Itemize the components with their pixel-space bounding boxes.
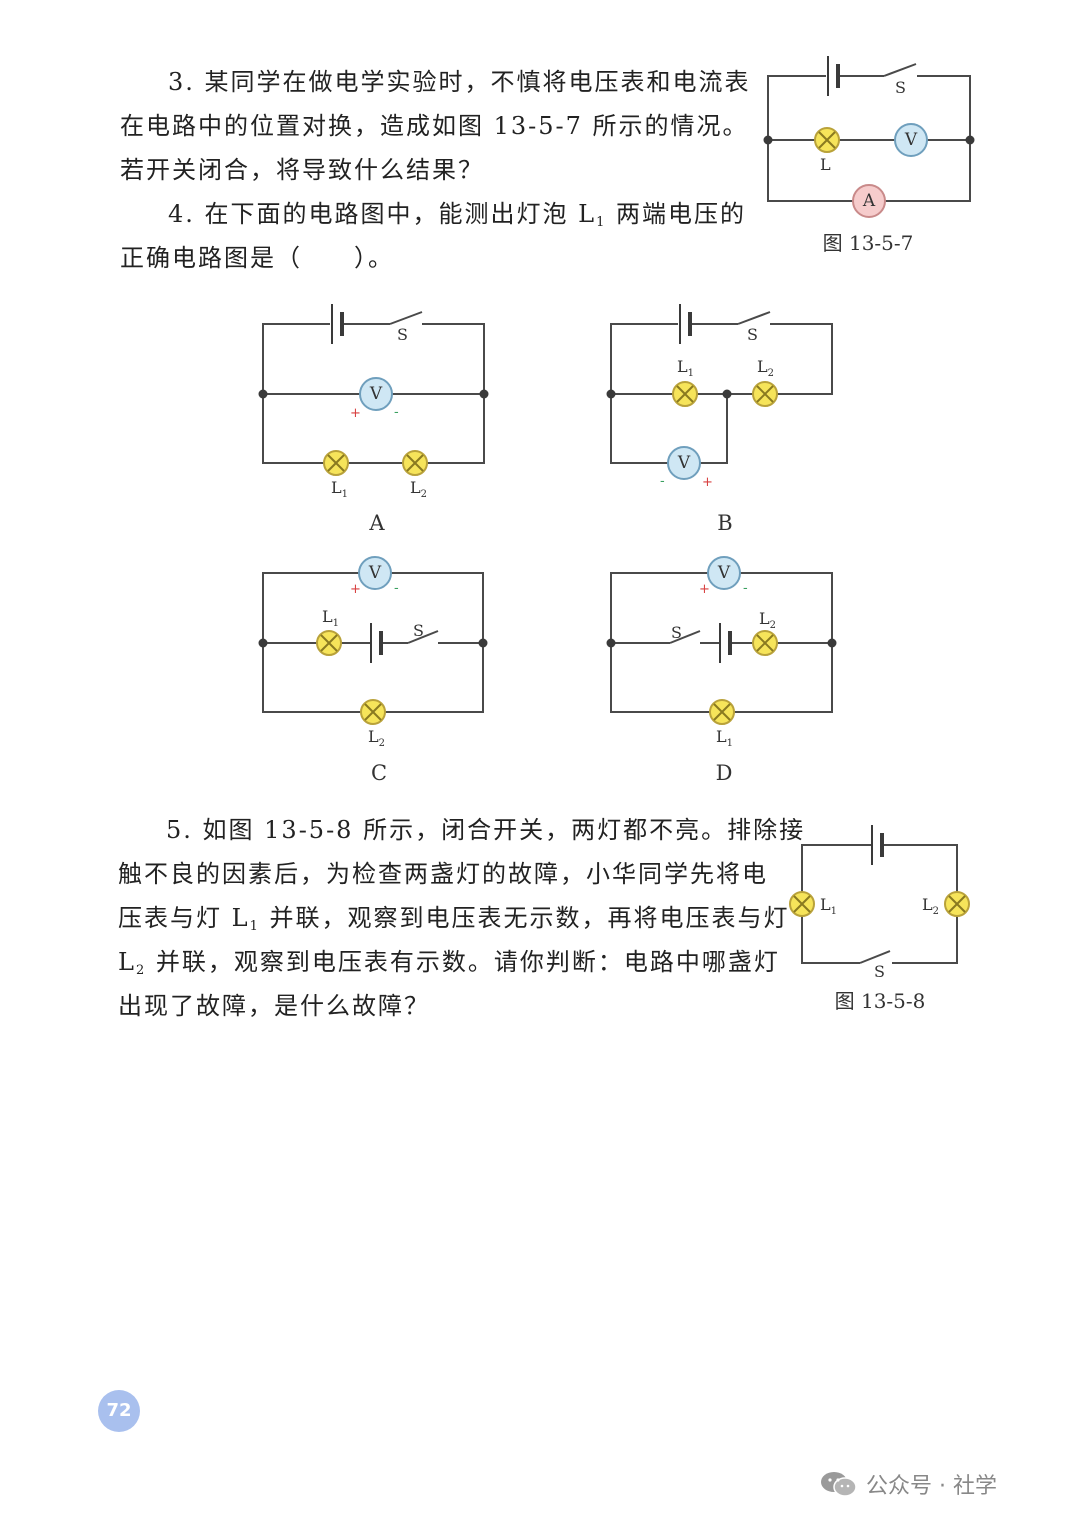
b-switch-blade xyxy=(737,311,771,325)
question-3: 3. 某同学在做电学实验时，不慎将电压表和电流表 在电路中的位置对换，造成如图 … xyxy=(120,60,751,192)
q5-line-2: 触不良的因素后，为检查两盏灯的故障，小华同学先将电 xyxy=(118,860,768,888)
b-voltmeter-label: V xyxy=(677,453,691,473)
q5-line-1: 5. 如图 13-5-8 所示，闭合开关，两灯都不亮。排除接 xyxy=(166,816,806,844)
q3-line-1: 3. 某同学在做电学实验时，不慎将电压表和电流表 xyxy=(168,68,751,96)
q4-line-2: 正确电路图是（ ）。 xyxy=(120,244,394,272)
fig8-switch-label: S xyxy=(874,962,885,981)
d-lamp-l1-label: L1 xyxy=(716,727,733,749)
fig8-lamp-l1 xyxy=(789,891,815,917)
d-switch-blade xyxy=(669,630,701,644)
a-lamp-l1-label: L1 xyxy=(331,478,348,500)
question-4: 4. 在下面的电路图中，能测出灯泡 L1 两端电压的 正确电路图是（ ）。 xyxy=(120,192,746,280)
b-lamp-l1-label: L1 xyxy=(677,357,694,379)
q5-line-3: 压表与灯 L1 并联，观察到电压表无示数，再将电压表与灯 xyxy=(118,904,790,934)
a-junction-right xyxy=(479,389,489,399)
page-number: 72 xyxy=(98,1390,140,1432)
fig7-voltmeter-label: V xyxy=(904,130,918,150)
b-junction-mid xyxy=(722,389,732,399)
option-b-label: B xyxy=(717,511,732,535)
question-5: 5. 如图 13-5-8 所示，闭合开关，两灯都不亮。排除接 触不良的因素后，为… xyxy=(118,808,805,1028)
c-switch-label: S xyxy=(413,621,424,640)
a-lamp-l2-label: L2 xyxy=(410,478,427,500)
q5-line-5: 出现了故障，是什么故障？ xyxy=(118,992,430,1020)
b-junction-left xyxy=(606,389,616,399)
q3-line-3: 若开关闭合，将导致什么结果？ xyxy=(120,156,484,184)
c-voltmeter-label: V xyxy=(368,563,382,583)
a-switch-blade xyxy=(389,311,423,325)
b-plus-sign: + xyxy=(702,475,713,490)
a-plus-sign: + xyxy=(350,406,361,421)
c-lamp-l1-label: L1 xyxy=(322,607,339,629)
a-voltmeter xyxy=(359,377,393,411)
watermark-text: 公众号 · 社学 xyxy=(866,1474,997,1499)
b-wires xyxy=(610,323,833,464)
watermark: 公众号 · 社学 xyxy=(820,1466,997,1502)
fig7-junction-left xyxy=(763,135,773,145)
fig8-lamp-l2-label: L2 xyxy=(922,895,939,917)
option-d-label: D xyxy=(716,761,733,785)
a-switch-label: S xyxy=(397,325,408,344)
d-lamp-l1 xyxy=(709,699,735,725)
fig8-lamp-l1-label: L1 xyxy=(820,895,837,917)
d-junction-left xyxy=(606,638,616,648)
c-voltmeter xyxy=(358,556,392,590)
fig7-caption: 图 13-5-7 xyxy=(823,231,914,255)
b-voltmeter xyxy=(667,446,701,480)
d-plus-sign: + xyxy=(699,582,710,597)
fig7-voltmeter xyxy=(894,123,928,157)
q3-line-2: 在电路中的位置对换，造成如图 13-5-7 所示的情况。 xyxy=(120,112,749,140)
option-a-label: A xyxy=(368,511,385,535)
c-minus-sign: - xyxy=(394,581,399,596)
a-junction-left xyxy=(258,389,268,399)
d-junction-right xyxy=(827,638,837,648)
a-lamp-l1 xyxy=(323,450,349,476)
a-minus-sign: - xyxy=(394,405,399,420)
a-voltmeter-label: V xyxy=(369,384,383,404)
d-lamp-l2-label: L2 xyxy=(759,609,776,631)
d-lamp-l2 xyxy=(752,630,778,656)
q5-line-4: L2 并联，观察到电压表有示数。请你判断：电路中哪盏灯 xyxy=(118,948,780,978)
option-c-label: C xyxy=(371,761,387,785)
fig7-lamp xyxy=(814,127,840,153)
c-plus-sign: + xyxy=(350,582,361,597)
fig7-lamp-label: L xyxy=(820,155,831,174)
fig7-ammeter xyxy=(852,184,886,218)
c-switch-blade xyxy=(407,630,439,644)
d-voltmeter-label: V xyxy=(717,563,731,583)
a-lamp-l2 xyxy=(402,450,428,476)
fig7-junction-right xyxy=(965,135,975,145)
d-switch-label: S xyxy=(671,623,682,642)
c-lamp-l2 xyxy=(360,699,386,725)
b-minus-sign: - xyxy=(660,474,665,489)
c-junction-right xyxy=(478,638,488,648)
d-wires xyxy=(610,572,833,713)
c-lamp-l1 xyxy=(316,630,342,656)
q4-line-1: 4. 在下面的电路图中，能测出灯泡 L1 两端电压的 xyxy=(168,200,747,230)
b-lamp-l1 xyxy=(672,381,698,407)
d-voltmeter xyxy=(707,556,741,590)
d-minus-sign: - xyxy=(743,581,748,596)
b-switch-label: S xyxy=(747,325,758,344)
c-junction-left xyxy=(258,638,268,648)
fig7-battery xyxy=(827,56,840,96)
fig8-lamp-l2 xyxy=(944,891,970,917)
fig7-switch-label: S xyxy=(895,78,906,97)
fig7-switch-blade xyxy=(883,63,917,77)
c-lamp-l2-label: L2 xyxy=(368,727,385,749)
b-lamp-l2 xyxy=(752,381,778,407)
b-lamp-l2-label: L2 xyxy=(757,357,774,379)
fig8-switch-blade xyxy=(859,950,891,964)
fig8-caption: 图 13-5-8 xyxy=(835,989,926,1013)
fig7-ammeter-label: A xyxy=(862,191,876,211)
wechat-icon xyxy=(821,1472,857,1497)
